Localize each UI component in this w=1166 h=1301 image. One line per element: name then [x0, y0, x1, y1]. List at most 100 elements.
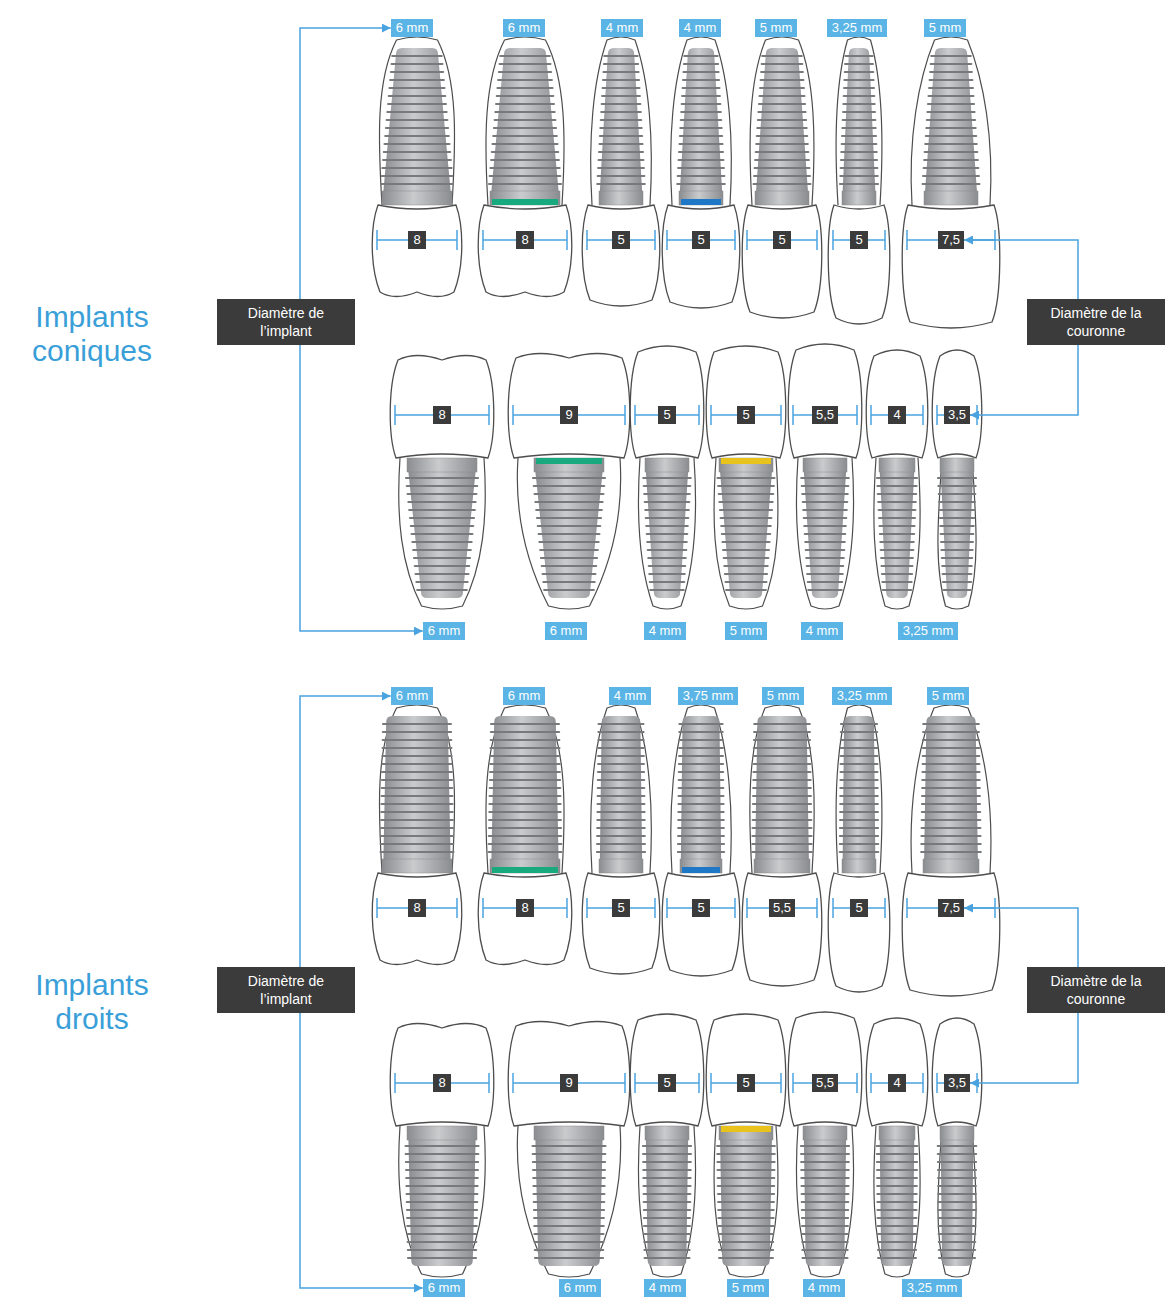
- root-outline: [638, 1126, 695, 1277]
- node-text: 7,5: [942, 900, 960, 916]
- crown-diameter-box: 5: [692, 899, 710, 917]
- crown-diameter-box: 3,5: [944, 1074, 970, 1092]
- node-text: Diamètre de l’implant: [223, 304, 349, 340]
- node-text: 4: [892, 407, 902, 423]
- node-text: 5: [741, 407, 751, 423]
- node-text: 6 mm: [508, 20, 541, 36]
- node-text: 3,5: [948, 407, 966, 423]
- implant-collar-ring: [681, 199, 721, 205]
- node-text: 8: [437, 1075, 447, 1091]
- legend-box: Diamètre de la couronne: [1027, 967, 1165, 1013]
- implant-collar-ring: [492, 867, 558, 873]
- crown-measure-line: [395, 405, 489, 425]
- crown-diameter-box: 4: [888, 1074, 906, 1092]
- node-text: 8: [412, 232, 422, 248]
- root-outline: [836, 705, 882, 873]
- node-text: 9: [564, 1075, 574, 1091]
- root-outline: [714, 1126, 778, 1277]
- root-outline: [671, 705, 731, 873]
- crown-measure-line: [711, 405, 781, 425]
- implant: [923, 48, 980, 205]
- crown-measure-line: [747, 230, 817, 250]
- node-text: 5: [777, 232, 787, 248]
- crown-outline: [508, 354, 630, 459]
- implant-diameter-tag: 3,25 mm: [832, 687, 893, 705]
- implant-diameter-tag: 4 mm: [679, 19, 722, 37]
- legend-box: Diamètre de l’implant: [217, 967, 355, 1013]
- root-outline: [938, 1126, 976, 1277]
- crown-measure-line: [587, 230, 655, 250]
- implant-diameter-tag: 5 mm: [924, 19, 967, 37]
- crown-outline: [508, 1022, 630, 1127]
- root-outline: [911, 37, 991, 205]
- implant: [921, 716, 981, 873]
- node-text: 5: [696, 232, 706, 248]
- crown-outline: [866, 1018, 928, 1126]
- implant: [381, 716, 454, 873]
- node-text: 9: [564, 407, 574, 423]
- node-text: 3,25 mm: [903, 623, 954, 639]
- implant: [489, 48, 561, 205]
- implant: [718, 458, 775, 598]
- crown-outline: [662, 873, 740, 976]
- node-text: 8: [520, 900, 530, 916]
- node-text: 4 mm: [649, 1280, 682, 1296]
- node-text: 5 mm: [730, 623, 763, 639]
- node-text: 5 mm: [929, 20, 962, 36]
- implant: [840, 716, 879, 873]
- node-text: 4 mm: [649, 623, 682, 639]
- crown-diameter-box: 9: [560, 1074, 578, 1092]
- implant-diameter-tag: 3,25 mm: [827, 19, 888, 37]
- node-text: 5: [854, 232, 864, 248]
- crown-outline: [372, 873, 462, 965]
- root-outline: [874, 458, 920, 609]
- teeth-section: [372, 37, 1000, 609]
- crown-measure-line: [377, 230, 457, 250]
- implant-diameter-tag: 3,25 mm: [902, 1279, 963, 1297]
- crown-diameter-box: 5: [658, 1074, 676, 1092]
- root-outline: [591, 37, 652, 205]
- node-text: 6 mm: [550, 623, 583, 639]
- node-text: 6 mm: [428, 1280, 461, 1296]
- node-text: 6 mm: [396, 20, 429, 36]
- crown-diameter-box: 5,5: [812, 1074, 838, 1092]
- implant: [754, 48, 811, 205]
- root-outline: [750, 37, 814, 205]
- implant-diameter-tag: 4 mm: [803, 1279, 846, 1297]
- legend-box: Diamètre de la couronne: [1027, 299, 1165, 345]
- crown-outline: [390, 356, 494, 459]
- crown-diameter-box: 8: [433, 1074, 451, 1092]
- node-text: 6 mm: [508, 688, 541, 704]
- crown-outline: [372, 205, 462, 297]
- implant: [643, 458, 690, 598]
- root-outline: [836, 37, 882, 205]
- implant-diameter-tag: 6 mm: [391, 687, 434, 705]
- crown-measure-line: [747, 898, 817, 918]
- crown-outline: [630, 1014, 704, 1126]
- crown-diameter-box: 4: [888, 406, 906, 424]
- implant: [597, 716, 645, 873]
- crown-measure-line: [513, 405, 625, 425]
- node-text: 6 mm: [428, 623, 461, 639]
- node-text: 3,25 mm: [837, 688, 888, 704]
- node-text: 8: [437, 407, 447, 423]
- crown-diameter-box: 5: [850, 231, 868, 249]
- crown-outline: [582, 873, 660, 974]
- implant: [840, 48, 878, 205]
- node-text: 3,25 mm: [907, 1280, 958, 1296]
- crown-diameter-box: 3,5: [944, 406, 970, 424]
- implant: [877, 1126, 917, 1266]
- node-text: 4 mm: [806, 623, 839, 639]
- crown-outline: [902, 873, 1000, 996]
- root-outline: [750, 705, 814, 873]
- bracket-arrow: [300, 1013, 423, 1288]
- crown-measure-line: [667, 230, 735, 250]
- implant: [381, 48, 453, 205]
- node-text: 4 mm: [808, 1280, 841, 1296]
- bracket-arrow: [964, 240, 1078, 299]
- bracket-arrow: [964, 908, 1078, 967]
- crown-measure-line: [635, 405, 699, 425]
- crown-measure-line: [377, 898, 457, 918]
- node-text: 5: [662, 1075, 672, 1091]
- implant: [678, 716, 724, 873]
